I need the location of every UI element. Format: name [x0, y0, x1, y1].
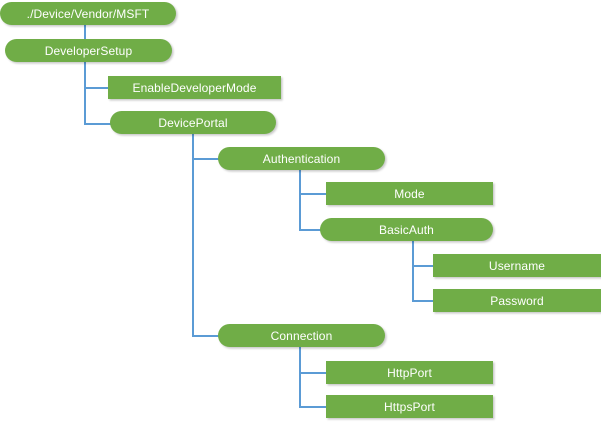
node-label-authentication: Authentication [262, 151, 341, 166]
connector-branch-username [412, 265, 434, 267]
node-root[interactable]: ./Device/Vendor/MSFT [0, 2, 176, 25]
connector-branch-basicauth [299, 229, 327, 231]
connector-deviceportal-trunk [192, 134, 194, 336]
node-enable-developer-mode[interactable]: EnableDeveloperMode [108, 76, 281, 99]
node-label-mode: Mode [394, 186, 425, 201]
node-label-enable-developer-mode: EnableDeveloperMode [132, 80, 257, 95]
node-username[interactable]: Username [433, 254, 601, 277]
connector-authentication-trunk [299, 170, 301, 230]
connector-branch-password [412, 300, 434, 302]
connector-branch-authentication [192, 158, 219, 160]
connector-branch-connection [192, 335, 219, 337]
connector-branch-mode [299, 193, 327, 195]
node-https-port[interactable]: HttpsPort [326, 395, 493, 418]
node-label-root: ./Device/Vendor/MSFT [26, 6, 150, 21]
node-label-connection: Connection [270, 328, 333, 343]
node-label-developer-setup: DeveloperSetup [44, 43, 133, 58]
connector-root-to-developersetup [84, 25, 86, 39]
node-device-portal[interactable]: DevicePortal [110, 111, 276, 134]
node-connection[interactable]: Connection [218, 324, 385, 347]
node-authentication[interactable]: Authentication [218, 147, 385, 170]
node-label-https-port: HttpsPort [384, 399, 435, 414]
node-mode[interactable]: Mode [326, 182, 493, 205]
connector-connection-trunk [299, 347, 301, 408]
node-basic-auth[interactable]: BasicAuth [320, 218, 493, 241]
connector-branch-deviceportal [84, 123, 111, 125]
connector-branch-enabledevelopermode [84, 87, 109, 89]
node-label-device-portal: DevicePortal [158, 115, 228, 130]
node-developer-setup[interactable]: DeveloperSetup [5, 39, 172, 62]
connector-basicauth-trunk [412, 241, 414, 301]
node-password[interactable]: Password [433, 289, 601, 312]
connector-branch-httpport [299, 372, 327, 374]
node-label-password: Password [490, 293, 544, 308]
node-label-username: Username [488, 258, 546, 273]
connector-developersetup-trunk [84, 62, 86, 124]
node-label-http-port: HttpPort [387, 365, 432, 380]
connector-branch-httpsport [299, 406, 327, 408]
node-label-basic-auth: BasicAuth [379, 222, 434, 237]
node-http-port[interactable]: HttpPort [326, 361, 493, 384]
